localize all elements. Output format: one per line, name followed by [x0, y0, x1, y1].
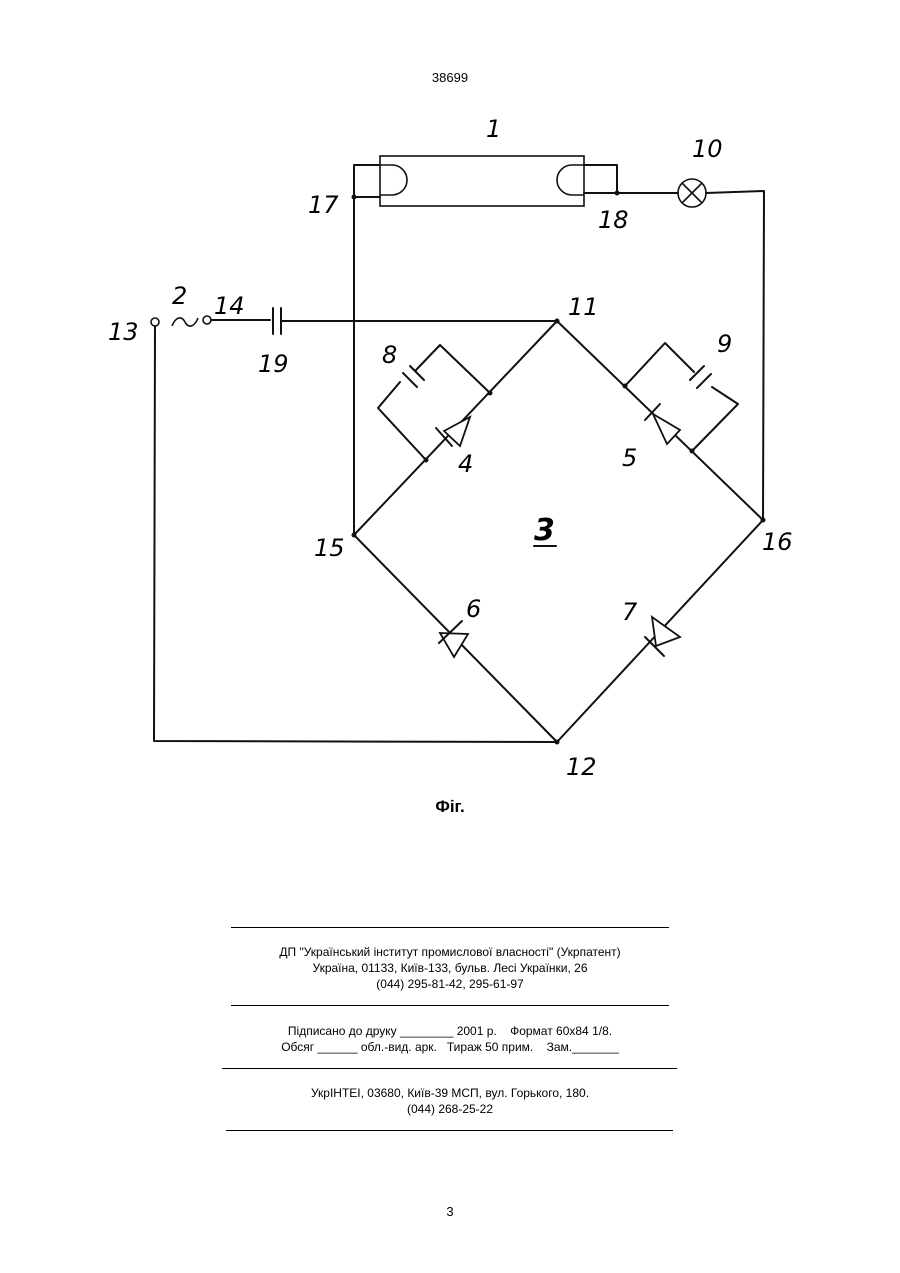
publisher-info: ДП "Український інститут промислової вла…: [0, 944, 900, 992]
label-3: 3: [534, 513, 555, 548]
printer-info: УкрІНТЕІ, 03680, Київ-39 МСП, вул. Горьк…: [0, 1085, 900, 1117]
publisher-line-3: (044) 295-81-42, 295-61-97: [0, 976, 900, 992]
divider: [231, 1005, 669, 1006]
ac-source-symbol: [172, 318, 198, 326]
terminal-13: [151, 318, 159, 326]
label-17: 17: [308, 191, 339, 219]
label-7: 7: [622, 598, 638, 626]
figure-caption: Фіг.: [0, 797, 900, 817]
label-14: 14: [214, 292, 245, 320]
divider: [226, 1130, 673, 1131]
divider: [222, 1068, 677, 1069]
publisher-line-2: Україна, 01133, Київ-133, бульв. Лесі Ук…: [0, 960, 900, 976]
label-10: 10: [692, 135, 723, 163]
print-info-line-2: Обсяг ______ обл.-вид. арк. Тираж 50 при…: [0, 1039, 900, 1055]
label-6: 6: [466, 595, 481, 623]
label-15: 15: [314, 534, 345, 562]
capacitor-9-network: [623, 343, 739, 454]
label-11: 11: [568, 293, 599, 321]
print-info-line-1: Підписано до друку ________ 2001 р. Форм…: [0, 1023, 900, 1039]
label-8: 8: [382, 341, 397, 369]
label-1: 1: [486, 115, 501, 143]
circuit-diagram: 1 2 3 4 5 6 7 8 9 10 11 12 13 14 15 16 1…: [0, 0, 900, 790]
label-18: 18: [598, 206, 629, 234]
label-13: 13: [108, 318, 139, 346]
label-12: 12: [566, 753, 597, 781]
indicator-lamp: [678, 179, 706, 207]
label-9: 9: [717, 330, 732, 358]
publisher-line-1: ДП "Український інститут промислової вла…: [0, 944, 900, 960]
label-2: 2: [172, 282, 187, 310]
terminal-14: [203, 316, 211, 324]
label-19: 19: [258, 350, 289, 378]
print-info: Підписано до друку ________ 2001 р. Форм…: [0, 1023, 900, 1055]
label-5: 5: [622, 444, 637, 472]
divider: [231, 927, 669, 928]
printer-line-1: УкрІНТЕІ, 03680, Київ-39 МСП, вул. Горьк…: [0, 1085, 900, 1101]
fluorescent-lamp: [380, 156, 584, 206]
label-4: 4: [458, 450, 473, 478]
printer-line-2: (044) 268-25-22: [0, 1101, 900, 1117]
page-number: 3: [0, 1204, 900, 1219]
label-16: 16: [762, 528, 793, 556]
